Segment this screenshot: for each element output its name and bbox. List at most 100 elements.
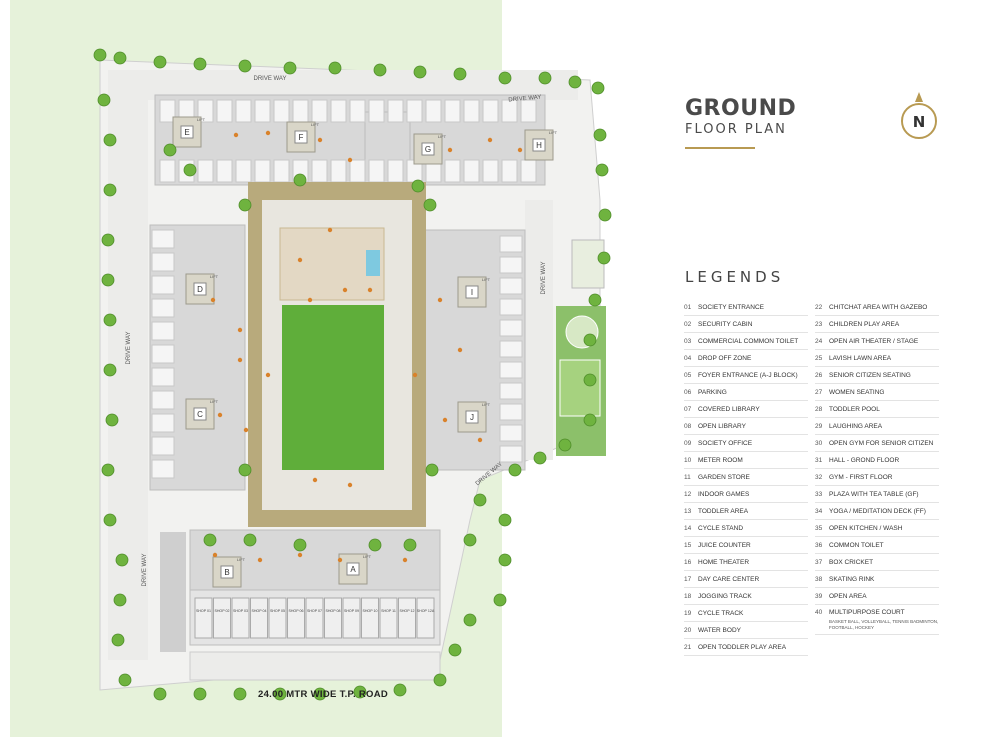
- legend-label: HALL - GROND FLOOR: [829, 456, 900, 464]
- multipurpose-court: [559, 359, 601, 417]
- north-compass-icon: N: [901, 92, 937, 139]
- parking-stall: [292, 99, 309, 123]
- amenity-marker: [265, 372, 271, 378]
- tree: [593, 128, 607, 142]
- parking-stall: [235, 159, 252, 183]
- amenity-marker: [487, 137, 493, 143]
- shop-unit: [194, 597, 213, 639]
- shop-label: SHOP 12A: [417, 609, 435, 613]
- parking-stall: [501, 159, 518, 183]
- legend-label: HOME THEATER: [698, 558, 750, 566]
- driveway-label: DRIVE WAY: [142, 553, 148, 586]
- parking-stall: [499, 277, 523, 295]
- amenity-marker: [265, 130, 271, 136]
- parking-stall: [482, 159, 499, 183]
- parking-stall: [349, 159, 366, 183]
- legend-label: CHITCHAT AREA WITH GAZEBO: [829, 303, 928, 311]
- shop-label: SHOP 02: [214, 609, 229, 613]
- tree: [103, 313, 117, 327]
- tree: [313, 687, 327, 701]
- legend-number: 27: [815, 388, 823, 396]
- parking-stall: [151, 413, 175, 433]
- parking-stall: [425, 99, 442, 123]
- parking-stall: [499, 445, 523, 463]
- tree: [103, 133, 117, 147]
- parking-stall: [151, 229, 175, 249]
- tree: [403, 538, 417, 552]
- legend-label: OPEN KITCHEN / WASH: [829, 524, 903, 532]
- tree: [101, 463, 115, 477]
- tree: [591, 81, 605, 95]
- shop-label: SHOP 06: [288, 609, 303, 613]
- legend-item: 20 WATER BODY: [684, 622, 808, 639]
- parking-stall: [235, 99, 252, 123]
- block-label-box: [220, 565, 234, 579]
- tree: [448, 643, 462, 657]
- tree: [193, 687, 207, 701]
- legend-number: 01: [684, 303, 692, 311]
- tree: [238, 59, 252, 73]
- page-title: GROUND: [685, 96, 797, 121]
- amenity-marker: [457, 347, 463, 353]
- driveway-right: [525, 200, 553, 460]
- amenity-marker: [447, 147, 453, 153]
- legend-number: 34: [815, 507, 823, 515]
- tree: [498, 71, 512, 85]
- amenity-marker: [337, 557, 343, 563]
- shop-label: SHOP 09: [344, 609, 359, 613]
- amenity-marker: [517, 147, 523, 153]
- block-label-box: [193, 407, 207, 421]
- tree: [473, 493, 487, 507]
- tree: [243, 533, 257, 547]
- legend-label: WATER BODY: [698, 626, 741, 634]
- bottom-parking: [189, 651, 441, 681]
- shop-label: SHOP 12: [399, 609, 414, 613]
- legend-label: OPEN GYM FOR SENIOR CITIZEN: [829, 439, 934, 447]
- legend-label: OPEN TODDLER PLAY AREA: [698, 643, 787, 651]
- legend-number: 23: [815, 320, 823, 328]
- legend-label: GYM - FIRST FLOOR: [829, 473, 893, 481]
- tree: [463, 613, 477, 627]
- parking-stall: [499, 256, 523, 274]
- central-lawn: [282, 305, 384, 470]
- parking-stall: [330, 99, 347, 123]
- tree: [393, 683, 407, 697]
- amenity-marker: [297, 552, 303, 558]
- legend-label: LAUGHING AREA: [829, 422, 883, 430]
- tree: [93, 48, 107, 62]
- tree: [113, 593, 127, 607]
- parking-stall: [499, 382, 523, 400]
- tree: [203, 533, 217, 547]
- lift-label: LIFT: [482, 402, 491, 407]
- amenity-marker: [312, 477, 318, 483]
- shop-label: SHOP 08: [325, 609, 340, 613]
- legend-number: 20: [684, 626, 692, 634]
- tree: [595, 163, 609, 177]
- tree: [111, 633, 125, 647]
- road-label: 24.00 MTR WIDE T.P. ROAD: [258, 689, 389, 700]
- legend-label: JUICE COUNTER: [698, 541, 751, 549]
- lift-label: LIFT: [549, 130, 558, 135]
- shop-unit: [287, 597, 305, 639]
- shop-unit: [342, 597, 361, 639]
- parking-stall: [368, 159, 385, 183]
- shop-label: SHOP 11: [381, 609, 396, 613]
- legends-title: LEGENDS: [685, 268, 785, 286]
- tree: [293, 173, 307, 187]
- amenity-marker: [402, 557, 408, 563]
- tree: [411, 179, 425, 193]
- tree: [373, 63, 387, 77]
- block-label-box: [532, 138, 546, 152]
